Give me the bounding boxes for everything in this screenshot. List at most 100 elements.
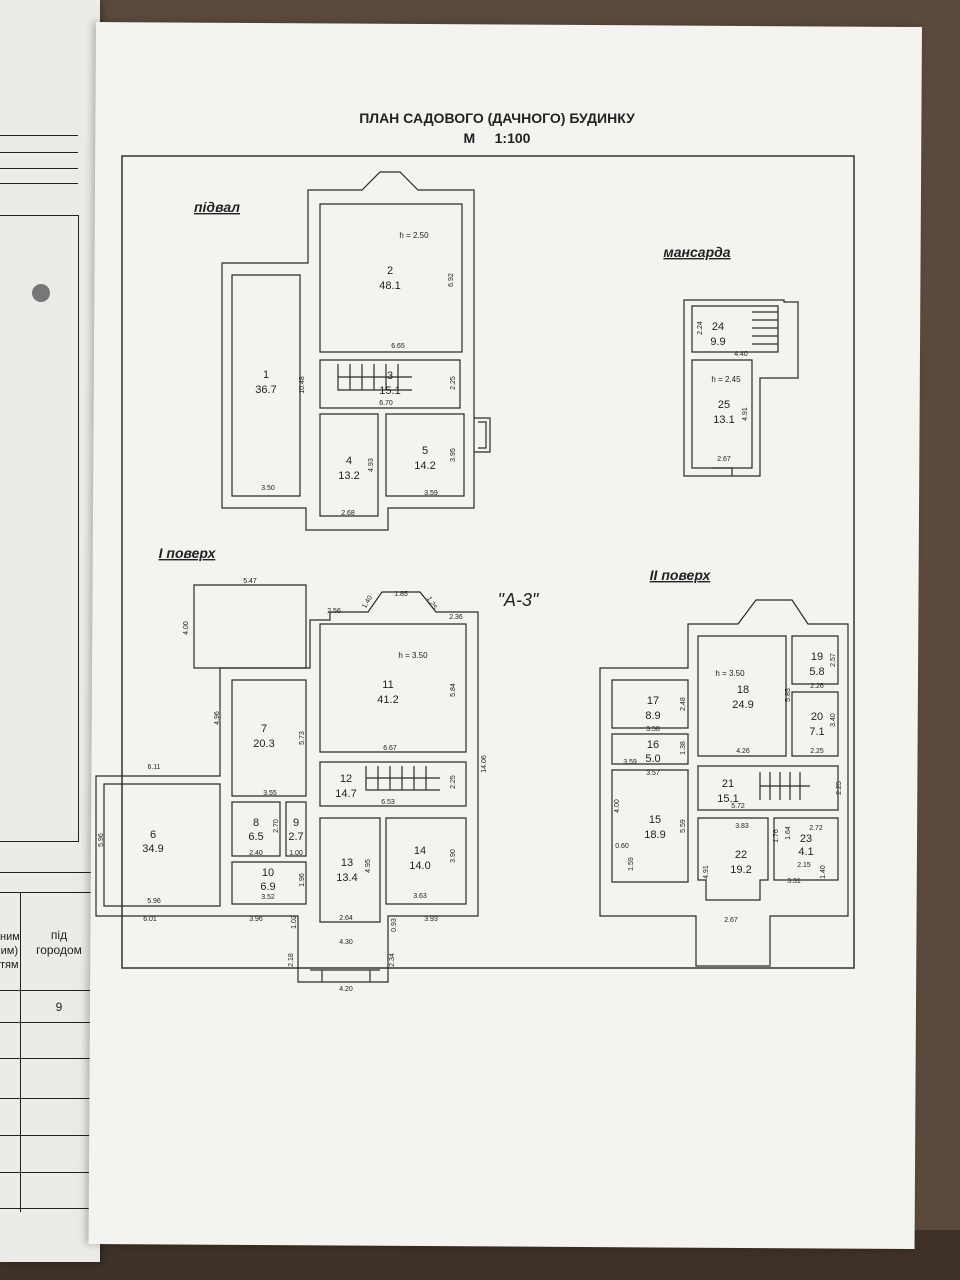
dimension-label: 4.30 [339,939,353,946]
room-number: 25 [718,399,730,411]
dimension-label: 1.00 [289,850,303,857]
first-floor-plan [95,584,479,983]
rule-line [20,892,21,1212]
dimension-label: 4.26 [736,748,750,755]
sheet-stamp: "А-3" [498,590,540,610]
room-area: 20.3 [253,738,274,750]
dimension-label: 2.26 [810,683,824,690]
dimension-label: 3.59 [623,759,637,766]
height-label: h = 3.50 [398,651,428,660]
room-area: 6.5 [248,831,263,843]
attic-title: мансарда [663,244,730,260]
room-area: 15.1 [379,385,400,397]
sheet-scale: М 1:100 [464,130,531,146]
room-area: 13.1 [713,414,734,426]
dimension-label: 1.40 [820,865,827,879]
dimension-label: 5.72 [731,803,745,810]
room-number: 13 [341,857,353,869]
dimension-label: 3.57 [646,770,660,777]
dimension-label: 4.00 [614,799,621,813]
height-label: h = 2.50 [399,231,429,240]
dimension-label: 5.84 [450,683,457,697]
cell-value: 9 [55,1000,63,1014]
height-label: h = 2.45 [711,375,741,384]
room-area: 18.9 [644,829,665,841]
room-number: 11 [382,679,393,691]
dimension-label: 2.25 [836,781,843,795]
room-number: 21 [722,778,734,790]
dimension-label: 3.58 [646,726,660,733]
dimension-label: 6.65 [391,343,405,350]
rule-line [0,1172,100,1173]
dimension-label: 0.60 [615,843,629,850]
room-area: 14.0 [409,860,430,872]
dimension-label: 6.11 [147,764,160,771]
room-number: 17 [647,695,659,707]
room-number: 18 [737,684,749,696]
dimension-label: 5.73 [299,731,306,745]
dimension-label: 1.38 [680,741,687,755]
second-floor-plan [599,599,849,967]
dimension-label: 2.25 [810,748,824,755]
dimension-label: 4.93 [368,458,375,472]
room-number: 3 [387,370,393,382]
rule-line [0,168,78,169]
dimension-label: 3.40 [830,713,837,727]
first-floor-title: I поверх [159,545,217,561]
dimension-label: 6.70 [379,400,393,407]
dimension-label: 2.72 [809,825,823,832]
dimension-label: 4.95 [365,859,372,873]
dimension-label: 2.36 [449,614,463,621]
dimension-label: 1.85 [394,591,408,598]
rule-line [0,872,100,873]
room-area: 13.4 [336,872,357,884]
rule-line [0,990,100,991]
dimension-label: 4.91 [703,865,710,879]
dimension-label: 3.55 [263,790,277,797]
dimension-label: 3.96 [249,916,263,923]
basement-title: підвал [194,199,240,215]
dimension-label: 2.15 [797,862,811,869]
room-number: 8 [253,817,259,829]
room-number: 6 [150,829,156,841]
rule-line [0,135,78,136]
dimension-label: 2.67 [724,917,738,924]
room-area: 14.2 [414,460,435,472]
basement-plan [221,171,491,531]
room-number: 2 [387,265,393,277]
room-area: 4.1 [798,846,813,858]
dimension-label: 14.06 [481,755,488,773]
room-number: 22 [735,849,747,861]
rule-line [0,1058,100,1059]
dimension-label: 2.68 [341,510,355,517]
room-number: 19 [811,651,823,663]
room-number: 14 [414,845,426,857]
room-area: 13.2 [338,470,359,482]
dimension-label: 2.67 [717,456,731,463]
rule-line [0,152,78,153]
dimension-label: 5.85 [785,688,792,702]
dimension-label: 5.47 [243,578,257,585]
dimension-label: 4.20 [339,986,353,993]
dimension-label: 2.48 [680,697,687,711]
room-number: 1 [263,369,269,381]
room-number: 10 [262,867,274,879]
rule-line [0,1208,100,1209]
rule-line [0,1135,100,1136]
room-number: 20 [811,711,823,723]
ink-blot [32,284,50,302]
dimension-label: 2.70 [273,819,280,833]
dimension-label: 2.56 [327,608,341,615]
dimension-label: 3.59 [424,490,438,497]
dimension-label: 1.96 [299,873,306,887]
dimension-label: 3.95 [450,448,457,462]
drawing-frame [121,155,855,969]
room-area: 34.9 [142,843,163,855]
dimension-label: 1.02 [291,915,298,929]
room-area: 14.7 [335,788,356,800]
column-label: ним им) тям [0,931,20,971]
dimension-label: 5.96 [147,898,161,905]
column-label: під городом [36,928,82,957]
table-frame [0,215,79,842]
dimension-label: 2.25 [450,775,457,789]
